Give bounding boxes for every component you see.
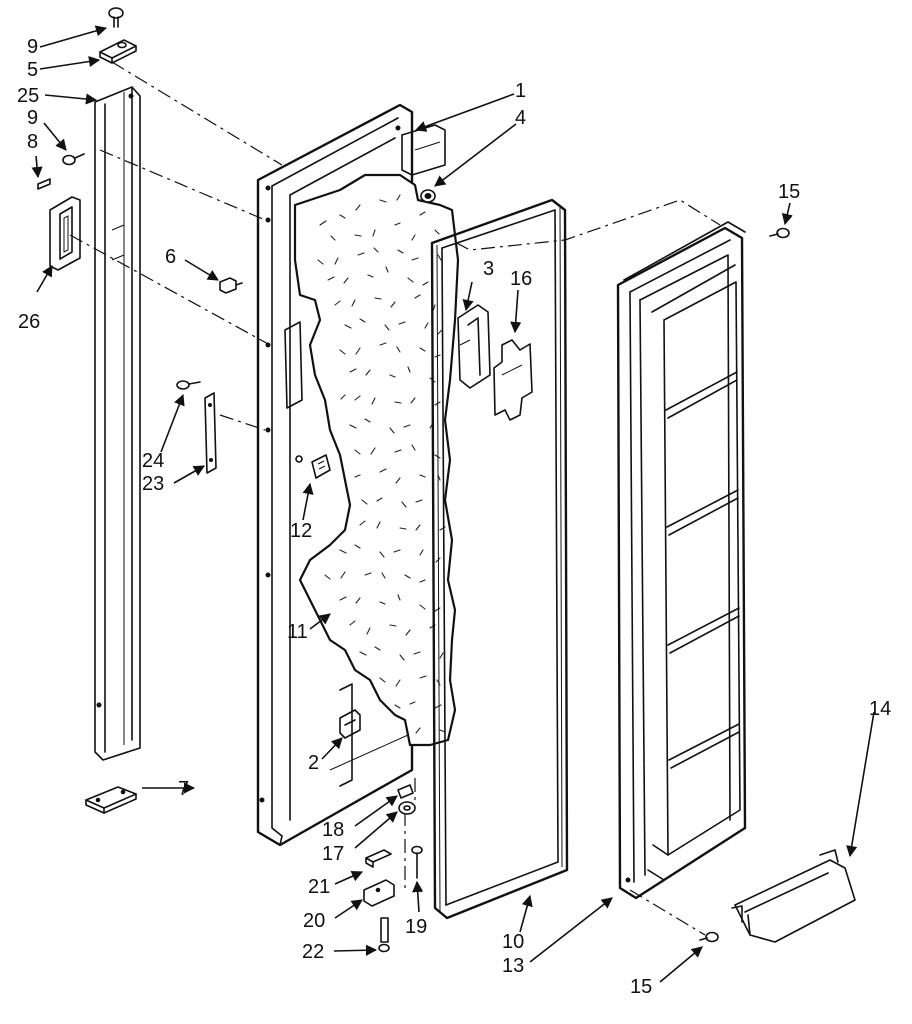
plug-pin xyxy=(37,178,51,190)
callout-19: 19 xyxy=(405,916,427,938)
door-trim-strip xyxy=(94,86,141,761)
outer-door-panel xyxy=(256,103,414,847)
lower-pivot-bracket xyxy=(339,709,361,739)
hinge-bushing xyxy=(397,784,414,799)
callout-16: 16 xyxy=(510,268,532,290)
hinge-washer xyxy=(398,801,416,815)
callout-12: 12 xyxy=(290,520,312,542)
callout-labels: 9 5 25 9 8 26 1 4 6 3 16 15 24 23 12 11 … xyxy=(17,36,891,998)
foam-insulation xyxy=(293,173,460,747)
callout-9-top: 9 xyxy=(27,36,38,58)
callout-4: 4 xyxy=(515,107,526,129)
inner-door-liner xyxy=(616,221,747,900)
callout-13: 13 xyxy=(502,955,524,977)
trim-screw xyxy=(219,277,243,294)
callout-24: 24 xyxy=(142,450,164,472)
handle-screw xyxy=(62,153,85,166)
callout-14: 14 xyxy=(869,698,891,720)
callout-22: 22 xyxy=(302,941,324,963)
door-stop-clip xyxy=(295,454,331,479)
hinge-pin-screw xyxy=(411,845,423,879)
callout-26: 26 xyxy=(18,311,40,333)
callout-1: 1 xyxy=(515,80,526,102)
door-stop-bracket xyxy=(204,392,217,474)
door-shelf-bar xyxy=(731,849,856,943)
callout-18: 18 xyxy=(322,819,344,841)
bottom-hinge xyxy=(363,879,395,907)
door-top-cap xyxy=(401,124,446,176)
callout-21: 21 xyxy=(308,876,330,898)
liner-screw-top xyxy=(769,227,790,239)
foam-texture xyxy=(317,194,446,734)
hinge-spacer xyxy=(365,849,392,868)
handle-insert xyxy=(49,196,81,271)
callout-15-bottom: 15 xyxy=(630,976,652,998)
liner-screw-bottom xyxy=(699,931,719,943)
callout-2: 2 xyxy=(308,752,319,774)
callout-17: 17 xyxy=(322,843,344,865)
bottom-hinge-cover xyxy=(85,786,137,814)
callout-leaders xyxy=(31,25,875,983)
hinge-screw xyxy=(108,7,124,28)
callout-23: 23 xyxy=(142,473,164,495)
callout-11: 11 xyxy=(287,621,308,643)
callout-7: 7 xyxy=(178,778,189,800)
bracket-screw xyxy=(176,380,201,390)
callout-25: 25 xyxy=(17,85,39,107)
callout-15-top: 15 xyxy=(778,181,800,203)
callout-9-side: 9 xyxy=(27,107,38,129)
hinge-bottom-screw xyxy=(378,917,390,953)
door-plug xyxy=(420,189,436,203)
top-hinge-bracket xyxy=(99,39,137,64)
door-gasket xyxy=(430,198,569,920)
callout-10: 10 xyxy=(502,931,524,953)
callout-6: 6 xyxy=(165,246,176,268)
callout-8: 8 xyxy=(27,131,38,153)
reinforcement-plate xyxy=(493,339,533,421)
callout-5: 5 xyxy=(27,59,38,81)
door-strike xyxy=(457,304,491,389)
callout-3: 3 xyxy=(483,258,494,280)
callout-20: 20 xyxy=(303,910,325,932)
